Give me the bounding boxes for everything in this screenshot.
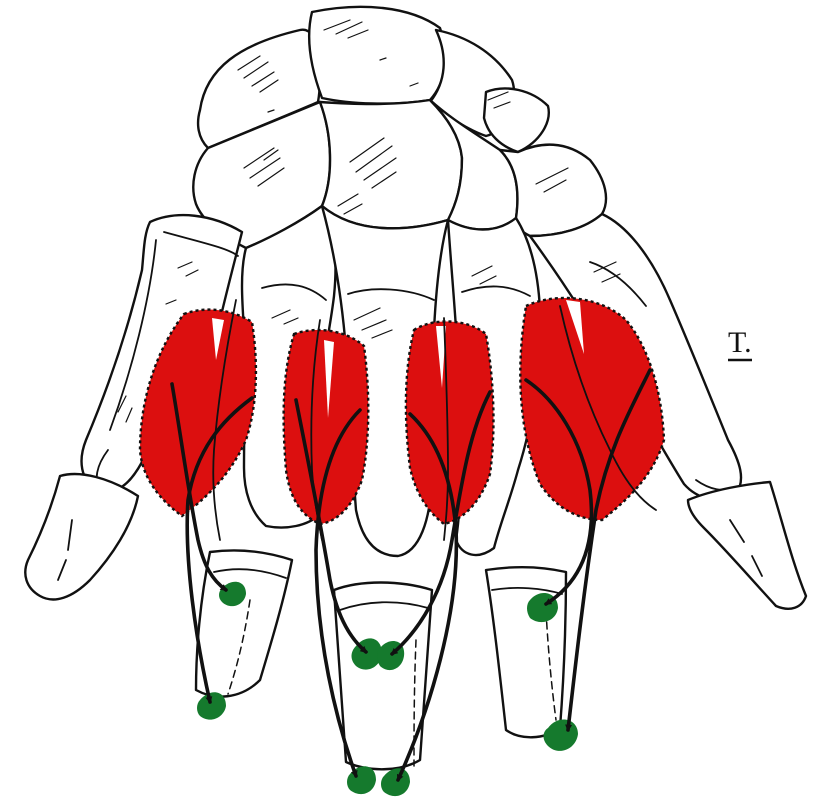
pinky-phalanx xyxy=(688,482,806,609)
middle-proximal-phalanx xyxy=(334,583,432,770)
thumb-phalanx xyxy=(25,474,138,599)
insertion-spot-8 xyxy=(381,768,410,796)
carpal-bone-2 xyxy=(309,7,445,104)
label-text: T. xyxy=(728,326,752,359)
carpal-bones xyxy=(193,7,606,248)
insertion-spot-7 xyxy=(347,766,376,794)
carpal-bone-6 xyxy=(320,100,462,228)
insertion-spot-2 xyxy=(197,692,226,719)
muscle-2 xyxy=(284,330,369,524)
figure-label: T. xyxy=(728,326,752,360)
